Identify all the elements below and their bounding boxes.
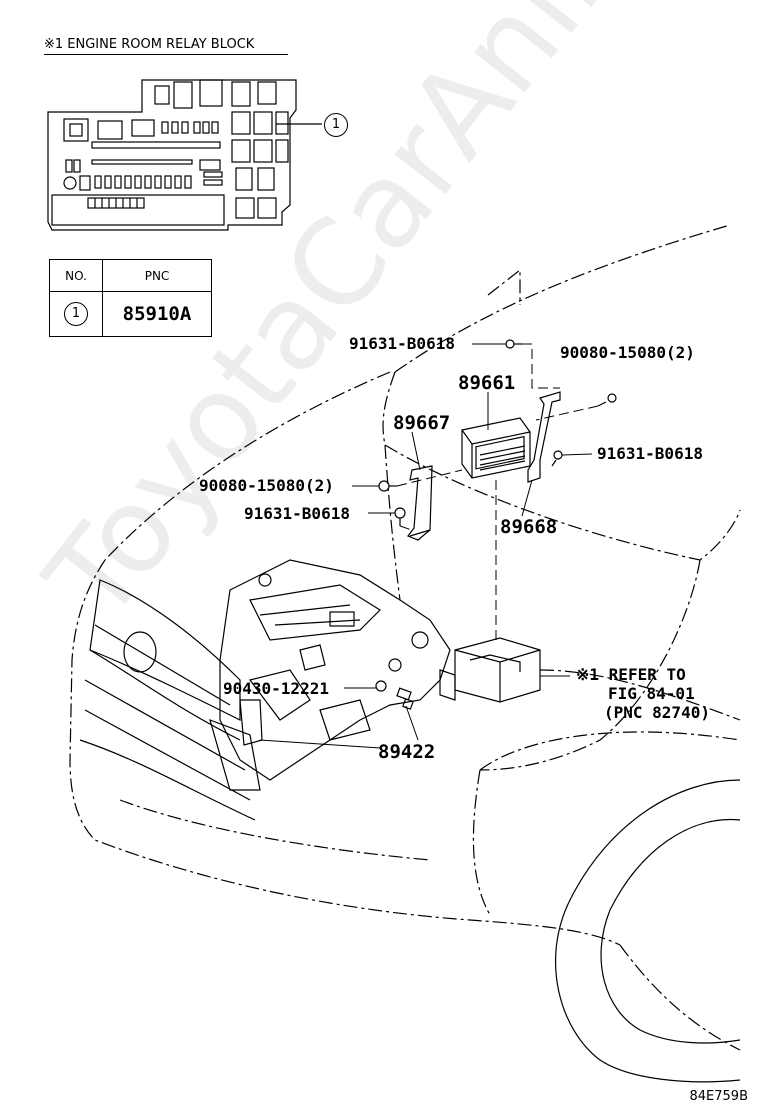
bracket-89667-drawing <box>407 465 433 541</box>
bracket-89668-drawing <box>527 391 561 483</box>
row-number-circle: 1 <box>64 302 88 326</box>
callout-bolt-right: 91631-B0618 <box>597 444 703 463</box>
ecu-89661-drawing <box>461 417 531 479</box>
table-cell-pnc: 85910A <box>102 291 212 337</box>
inset-callout-circle: 1 <box>324 113 348 137</box>
refer-line-2: FIG 84-01 <box>608 684 695 703</box>
grille-drawing <box>79 579 261 821</box>
assembly-lines <box>396 343 599 640</box>
table-header-no: NO. <box>49 259 103 292</box>
engine-bay-relay-block <box>439 637 541 703</box>
callout-bracket-right: 89668 <box>500 516 558 538</box>
table-row: 1 85910A <box>49 291 212 337</box>
vehicle-outline <box>69 224 741 1051</box>
front-wheel <box>555 779 741 1083</box>
callout-sensor: 89422 <box>378 741 436 763</box>
figure-code: 84E759B <box>689 1089 749 1104</box>
pnc-value: 85910A <box>122 303 192 325</box>
callout-bracket-left: 89667 <box>393 412 451 434</box>
fasteners <box>375 339 617 710</box>
callout-ecu: 89661 <box>458 372 516 394</box>
table-header-row: NO. PNC <box>49 259 212 292</box>
inset-title-underline <box>44 54 288 55</box>
inset-title: ※1 ENGINE ROOM RELAY BLOCK <box>44 37 255 52</box>
refer-line-3: (PNC 82740) <box>604 703 710 722</box>
table-cell-no: 1 <box>49 291 103 337</box>
callout-bolt-right-pair: 90080-15080(2) <box>560 343 695 362</box>
callout-clip: 90430-12221 <box>223 679 329 698</box>
callout-bolt-left-pair: 90080-15080(2) <box>199 476 334 495</box>
refer-line-1: ※1 REFER TO <box>576 665 686 684</box>
callout-leaders <box>259 343 593 749</box>
callout-bolt-left: 91631-B0618 <box>244 504 350 523</box>
callout-bolt-top: 91631-B0618 <box>349 334 455 353</box>
engine-drawing <box>219 559 451 781</box>
table-header-pnc: PNC <box>102 259 212 292</box>
relay-block-drawing <box>47 79 322 231</box>
parts-table: NO. PNC 1 85910A <box>49 259 212 337</box>
